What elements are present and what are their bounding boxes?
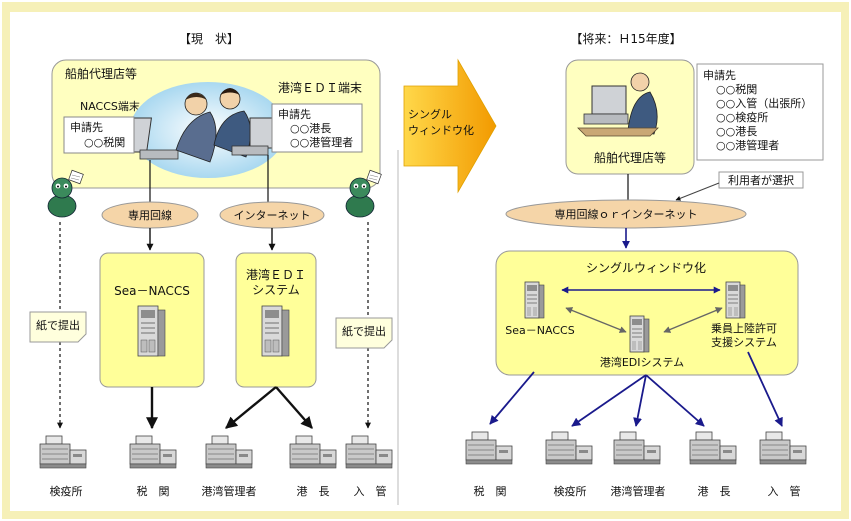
paper-right-note (335, 317, 393, 349)
future-monitor (591, 85, 627, 115)
sea-naccs-label: Sea－NACCS (114, 284, 190, 298)
future-applicant-item-5: ○○港管理者 (716, 138, 779, 152)
future-network-label: 専用回線ｏｒインターネット (555, 207, 698, 221)
port-edi-label-1: 港湾ＥＤＩ (246, 267, 306, 282)
user-choice-pointer (675, 182, 720, 201)
immigration-label-1: 乗員上陸許可 (711, 322, 777, 335)
worker-a-body (175, 111, 217, 163)
arrow-to-future-customs (489, 371, 535, 425)
future-dest-harbor-master: 港 長 (698, 485, 731, 498)
future-applicant-label: 申請先 (703, 68, 736, 82)
applicant-right-item-2: ○○港管理者 (290, 135, 353, 149)
port-edi-terminal-label: 港湾ＥＤＩ端末 (278, 80, 362, 95)
future-worker-body (627, 91, 658, 135)
future-desk (577, 127, 659, 137)
immigration-label-2: 支援システム (711, 335, 777, 349)
arrow-to-future-immigration (747, 351, 783, 427)
future-sea-naccs-server-icon (524, 281, 545, 319)
port-edi-server-icon (261, 305, 290, 357)
immigration-server-icon (725, 281, 746, 319)
immigration-port-edi-link (663, 307, 723, 333)
arrow-to-future-harbor-master (645, 374, 705, 427)
port-edi-label-2: システム (252, 283, 300, 297)
naccs-terminal-label: NACCS端末 (80, 99, 140, 113)
future-port-edi-label: 港湾EDIシステム (600, 355, 684, 369)
dedicated-line-label: 専用回線 (128, 208, 172, 222)
naccs-keyboard (139, 149, 179, 160)
arrow-port-edi-to-port-admin (225, 386, 277, 429)
future-applicant-item-1: ○○税関 (716, 82, 757, 96)
future-agency-label: 船舶代理店等 (594, 150, 666, 165)
future-title: 【将来：Ｈ15年度】 (570, 31, 681, 46)
future-dest-immigration: 入 管 (768, 484, 801, 498)
worker-a-head (184, 92, 208, 116)
future-office-illustration (577, 72, 659, 137)
paper-right-label: 紙で提出 (342, 324, 386, 338)
applicant-left-label: 申請先 (70, 120, 103, 134)
current-dest-harbor-master: 港 長 (297, 485, 330, 498)
user-choice-box (718, 171, 804, 189)
current-dest-immigration: 入 管 (354, 484, 387, 498)
paper-left-label: 紙で提出 (36, 318, 80, 332)
future-port-edi-server-icon (629, 315, 650, 353)
future-dest-port-admin: 港湾管理者 (611, 484, 666, 498)
applicant-left-item: ○○税関 (84, 135, 125, 149)
worker-b-hair (220, 88, 240, 95)
future-sea-naccs-label: Sea－NACCS (505, 324, 574, 337)
current-dest-port-admin: 港湾管理者 (202, 484, 257, 498)
naccs-port-edi-link (565, 307, 627, 333)
future-applicant-box (696, 63, 824, 161)
worker-a-hair (185, 93, 207, 100)
single-window-transition-arrow (403, 58, 497, 194)
future-keyboard (583, 113, 629, 125)
transition-line-2: ウィンドウ化 (408, 123, 474, 137)
arrow-port-edi-to-harbor-master (275, 386, 313, 429)
applicant-right-callout (271, 103, 363, 153)
current-title: 【現 状】 (179, 32, 239, 46)
future-dest-customs: 税 関 (474, 484, 507, 498)
applicant-right-item-1: ○○港長 (290, 122, 331, 135)
future-worker-head (630, 72, 650, 92)
transition-line-1: シングル (408, 107, 452, 121)
arrow-to-future-quarantine (571, 374, 647, 427)
sea-naccs-server-icon (137, 305, 166, 357)
arrow-to-future-port-admin (633, 374, 647, 427)
current-agency-label: 船舶代理店等 (65, 66, 137, 81)
current-dest-quarantine: 検疫所 (50, 484, 83, 498)
applicant-left-callout (63, 116, 135, 154)
future-dest-quarantine: 検疫所 (554, 484, 587, 498)
current-dest-customs: 税 関 (137, 484, 170, 498)
user-choice-label: 利用者が選択 (728, 173, 794, 187)
future-applicant-item-4: ○○港長 (716, 125, 757, 138)
future-applicant-item-2: ○○入管（出張所） (716, 96, 812, 110)
paper-left-note (29, 311, 87, 343)
applicant-right-label: 申請先 (278, 107, 311, 121)
future-applicant-item-3: ○○検疫所 (716, 110, 768, 124)
single-window-label: シングルウィンドウ化 (586, 261, 706, 275)
internet-label: インターネット (234, 209, 311, 222)
port-edi-keyboard (231, 145, 269, 156)
